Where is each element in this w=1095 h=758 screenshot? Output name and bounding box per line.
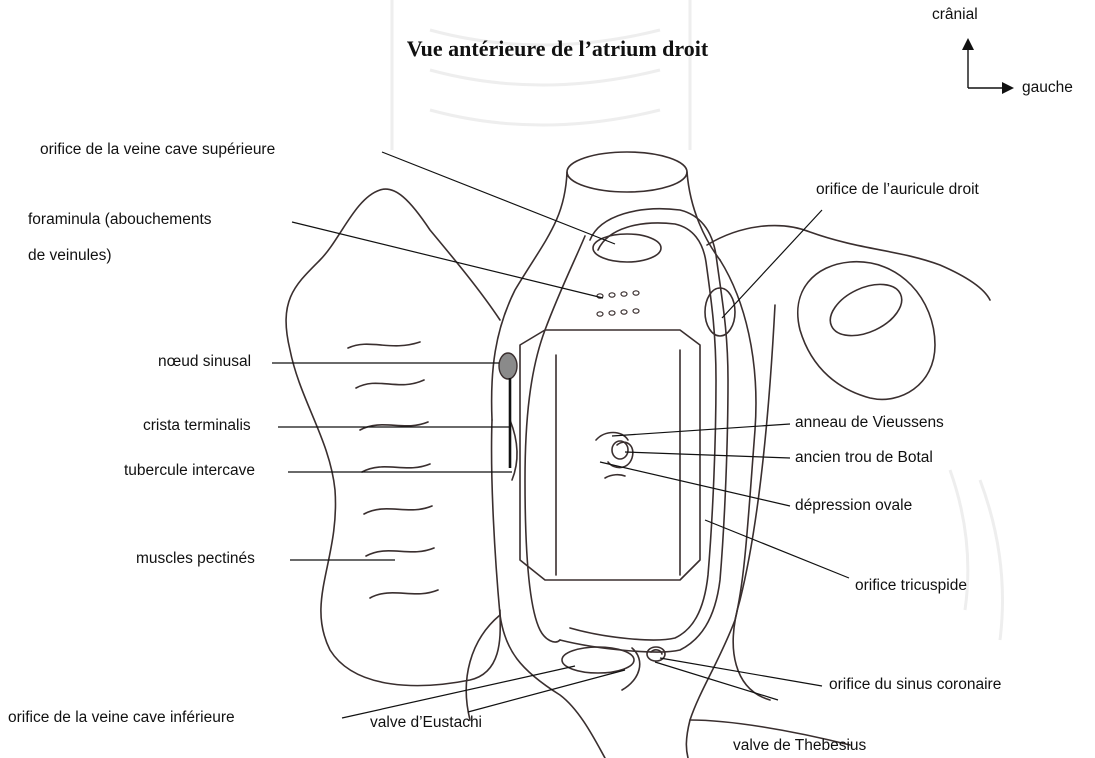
label-eustachian-valve: valve d’Eustachi <box>370 714 482 732</box>
foraminula-dots <box>597 291 639 316</box>
label-crista-terminalis: crista terminalis <box>143 417 251 435</box>
orientation-right-label: gauche <box>1022 79 1073 97</box>
label-sinus-node: nœud sinusal <box>158 353 251 371</box>
label-auricle-orifice: orifice de l’auricule droit <box>816 181 979 199</box>
label-foraminula-line1: foraminula (abouchements <box>28 211 212 229</box>
diagram-title: Vue antérieure de l’atrium droit <box>0 36 1095 62</box>
svc-orifice <box>593 234 661 262</box>
leader-lines <box>272 152 849 718</box>
label-coronary-sinus-orifice: orifice du sinus coronaire <box>829 676 1001 694</box>
ivc-region <box>562 647 665 690</box>
fossa-ovalis <box>596 433 633 479</box>
label-intercave-tubercle: tubercule intercave <box>124 462 255 480</box>
label-botal-foramen: ancien trou de Botal <box>795 449 933 467</box>
label-vieussens-ring: anneau de Vieussens <box>795 414 944 432</box>
pectinate-flap <box>286 189 500 686</box>
label-foraminula-line2: de veinules) <box>28 247 112 265</box>
label-thebesian-valve: valve de Thebesius <box>733 737 866 755</box>
label-ivc-orifice: orifice de la veine cave inférieure <box>8 709 235 727</box>
orientation-up-label: crânial <box>932 6 978 24</box>
right-vessels <box>733 262 935 700</box>
label-vcs-orifice: orifice de la veine cave supérieure <box>40 141 275 159</box>
label-pectinate-muscles: muscles pectinés <box>136 550 255 568</box>
fossa-frame <box>520 330 700 580</box>
auricle-orifice <box>705 288 735 336</box>
atrium-outer-wall <box>492 420 605 758</box>
superior-vena-cava <box>492 152 720 420</box>
sinus-node <box>499 353 517 379</box>
label-oval-depression: dépression ovale <box>795 497 912 515</box>
label-tricuspid-orifice: orifice tricuspide <box>855 577 967 595</box>
background-ribcage-sketch <box>392 0 1003 640</box>
